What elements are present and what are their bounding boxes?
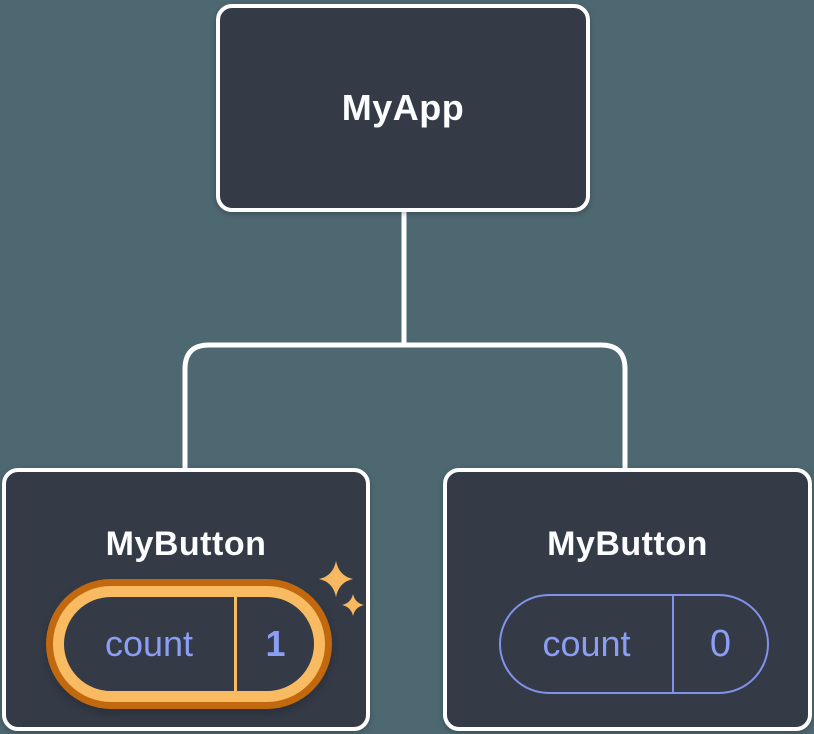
node-label: MyApp <box>341 87 465 128</box>
state-pill-highlighted: count 1 <box>53 586 325 702</box>
node-myapp: MyApp <box>216 4 590 212</box>
pill-divider <box>672 596 674 692</box>
node-label: MyButton <box>547 525 708 563</box>
state-pill: count 0 <box>499 594 769 694</box>
node-mybutton-clicked: MyButton count 1 <box>2 468 370 731</box>
state-value: 0 <box>709 622 732 665</box>
node-mybutton-unclicked: MyButton count 0 <box>443 468 812 731</box>
pill-divider <box>234 597 237 691</box>
state-name: count <box>104 623 194 664</box>
state-name: count <box>542 623 631 664</box>
state-value: 1 <box>265 623 286 664</box>
node-label: MyButton <box>105 525 267 563</box>
